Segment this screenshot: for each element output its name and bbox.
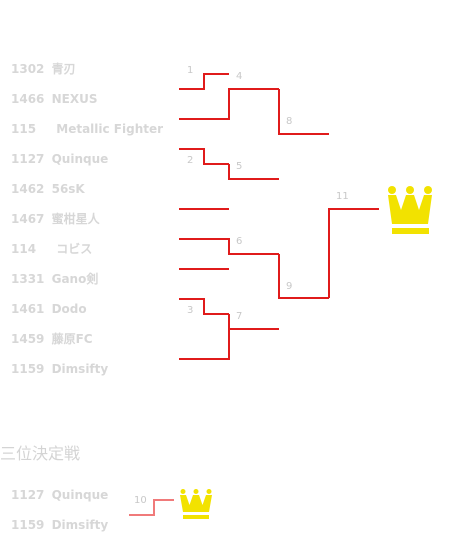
bracket-line-match-6 [179, 238, 279, 255]
third-place-team-entry: 1159 Dimsifty [11, 516, 108, 534]
bracket-line-match-5 [228, 164, 279, 180]
team-entry: 1159 Dimsifty [11, 360, 108, 378]
team-seed: 115 [11, 122, 37, 136]
team-seed: 1302 [11, 62, 45, 76]
team-name: 蜜柑星人 [51, 212, 100, 226]
bracket-line-match-1 [179, 73, 229, 90]
team-name: Quinque [51, 152, 109, 166]
team-name: NEXUS [51, 92, 98, 106]
team-name: 青刃 [51, 62, 76, 76]
crown-icon [388, 186, 432, 234]
team-name: Metallic Fighter [56, 122, 164, 136]
bracket-line-match-3 [179, 298, 229, 315]
third-place-lines [129, 499, 174, 516]
match-number: 10 [134, 495, 147, 506]
bracket-line-match-4 [179, 88, 279, 120]
bracket-lines [179, 73, 379, 360]
team-seed: 1467 [11, 212, 45, 226]
team-entry: 1461 Dodo [11, 300, 87, 318]
team-entry: 1127 Quinque [11, 150, 108, 168]
team-name: Gano剣 [51, 272, 99, 286]
bracket-line-match-8 [278, 89, 329, 135]
match-number: 5 [236, 161, 242, 172]
match-number: 2 [187, 155, 193, 166]
crown-icon [180, 489, 212, 519]
team-entry: 1459 藤原FC [11, 330, 93, 348]
team-name: 藤原FC [51, 332, 93, 346]
third-place-title: 三位決定戦 [0, 444, 81, 463]
team-entry: 1467 蜜柑星人 [11, 210, 100, 228]
team-seed: 1461 [11, 302, 45, 316]
team-entry: 1462 56sK [11, 180, 85, 198]
team-seed: 1159 [11, 518, 45, 532]
bracket-line-match-2 [179, 148, 229, 165]
bracket-line-match-9 [278, 254, 329, 299]
team-entry: 1331 Gano剣 [11, 270, 98, 288]
match-number: 7 [236, 311, 242, 322]
team-seed: 114 [11, 242, 37, 256]
team-seed: 1331 [11, 272, 45, 286]
bracket-line-match-10 [129, 499, 174, 516]
team-seed: 1127 [11, 152, 45, 166]
match-number: 8 [286, 116, 292, 127]
match-number: 9 [286, 281, 292, 292]
team-seed: 1462 [11, 182, 45, 196]
team-name: コビス [56, 242, 93, 256]
match-number: 1 [187, 65, 193, 76]
team-name: Dodo [51, 302, 87, 316]
team-name: Dimsifty [51, 362, 109, 376]
team-name: 56sK [51, 182, 85, 196]
match-number: 3 [187, 305, 193, 316]
team-seed: 1466 [11, 92, 45, 106]
team-name: Quinque [51, 488, 109, 502]
bracket-line-seed-11 [179, 329, 230, 360]
team-name: Dimsifty [51, 518, 109, 532]
match-number: 11 [336, 191, 349, 202]
team-entry: 114 コビス [11, 240, 92, 258]
team-seed: 1459 [11, 332, 45, 346]
team-entry: 1302 青刃 [11, 60, 76, 78]
third-place-team-entry: 1127 Quinque [11, 486, 108, 504]
match-number: 6 [236, 236, 242, 247]
match-number: 4 [236, 71, 242, 82]
team-seed: 1127 [11, 488, 45, 502]
bracket-line-match-11 [328, 208, 379, 298]
team-seed: 1159 [11, 362, 45, 376]
team-entry: 1466 NEXUS [11, 90, 97, 108]
team-entry: 115 Metallic Fighter [11, 120, 163, 138]
